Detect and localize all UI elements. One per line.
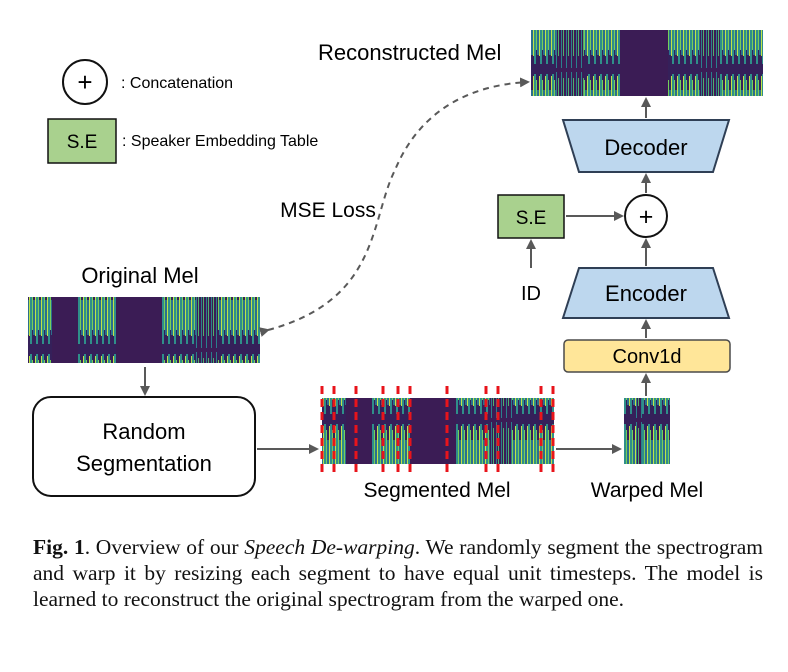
speaker-embedding-legend-box bbox=[47, 118, 117, 164]
speaker-embedding-label: S.E bbox=[516, 208, 547, 229]
concat-legend-icon bbox=[62, 59, 108, 105]
legend-speaker-embedding: S.E : Speaker Embedding Table bbox=[47, 118, 318, 164]
concat-node bbox=[624, 194, 668, 238]
concat-legend-symbol: + bbox=[77, 67, 92, 97]
random-segmentation-block bbox=[32, 396, 256, 497]
figure-caption: Fig. 1. Overview of our Speech De-warpin… bbox=[33, 534, 763, 612]
decoder-label: Decoder bbox=[604, 135, 687, 160]
original-mel-label: Original Mel bbox=[81, 263, 198, 288]
segmented-mel-spectrogram bbox=[322, 398, 554, 464]
speaker-embedding-legend-symbol: S.E bbox=[67, 132, 98, 153]
segment-boundaries bbox=[320, 386, 555, 474]
caption-text-2: . We randomly segment the spectrogram an… bbox=[33, 535, 763, 611]
concat-node-symbol: + bbox=[639, 203, 654, 231]
legend-concat: + : Concatenation bbox=[62, 59, 233, 105]
id-label: ID bbox=[521, 283, 541, 305]
caption-italic-title: Speech De-warping bbox=[244, 535, 415, 559]
original-mel-spectrogram bbox=[28, 297, 260, 363]
warped-mel-spectrogram bbox=[624, 398, 670, 464]
conv1d-block bbox=[563, 339, 731, 373]
mse-loss-label: MSE Loss bbox=[280, 199, 376, 222]
mse-loss-connector bbox=[258, 77, 530, 337]
figure-label: Fig. 1 bbox=[33, 535, 85, 559]
random-segmentation-label-line1: Random bbox=[102, 419, 185, 444]
caption-text-1: . Overview of our bbox=[84, 535, 245, 559]
segmented-mel-label: Segmented Mel bbox=[363, 479, 510, 502]
encoder-block bbox=[561, 267, 731, 319]
reconstructed-mel-spectrogram bbox=[531, 30, 763, 96]
reconstructed-mel-label: Reconstructed Mel bbox=[318, 40, 501, 65]
diagram-canvas: + : Concatenation S.E : Speaker Embeddin… bbox=[28, 30, 763, 502]
decoder-block bbox=[561, 119, 731, 173]
encoder-label: Encoder bbox=[605, 281, 687, 306]
conv1d-label: Conv1d bbox=[613, 346, 682, 368]
random-segmentation-label-line2: Segmentation bbox=[76, 451, 212, 476]
speaker-embedding-legend-label: : Speaker Embedding Table bbox=[122, 133, 318, 150]
warped-mel-label: Warped Mel bbox=[591, 479, 703, 502]
concat-legend-label: : Concatenation bbox=[121, 75, 233, 92]
